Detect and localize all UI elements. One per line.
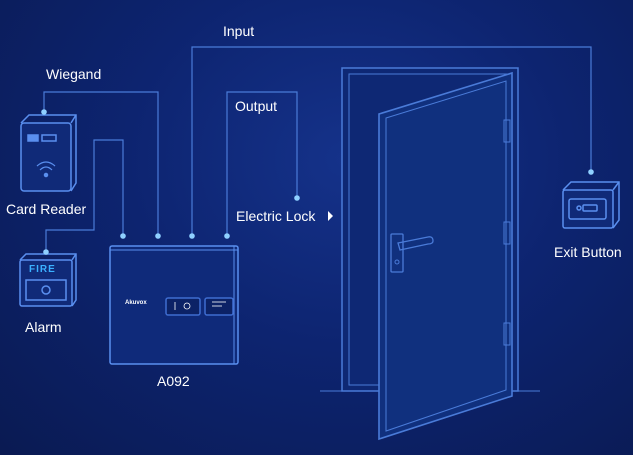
output-label: Output [235,98,278,114]
node-port-4 [224,233,230,239]
card-reader-icon [20,114,77,192]
output-connector [226,91,298,236]
fire-text: FIRE [29,264,56,275]
brand-logo: Akuvox [125,300,147,306]
card-reader-label: Card Reader [6,201,87,217]
node-port-2 [155,233,161,239]
fire-alarm-icon [19,253,77,307]
input-connector [191,46,592,236]
node-alarm-top [43,249,49,255]
door-icon [320,67,540,441]
input-label: Input [223,23,255,39]
node-electric-lock [294,195,300,201]
exit-button-label: Exit Button [554,244,622,260]
electric-lock-label: Electric Lock [236,208,316,224]
wiegand-label: Wiegand [46,66,102,82]
node-port-1 [120,233,126,239]
controller-icon [109,245,239,365]
play-arrow-icon [328,211,333,221]
wiegand-connector [43,91,159,236]
node-exit-button [588,169,594,175]
controller-label: A092 [157,373,190,389]
alarm-connector [45,139,124,252]
exit-button-icon [562,181,620,229]
node-port-3 [189,233,195,239]
alarm-label: Alarm [25,319,62,335]
connection-nodes [41,109,594,255]
node-wiegand-top [41,109,47,115]
